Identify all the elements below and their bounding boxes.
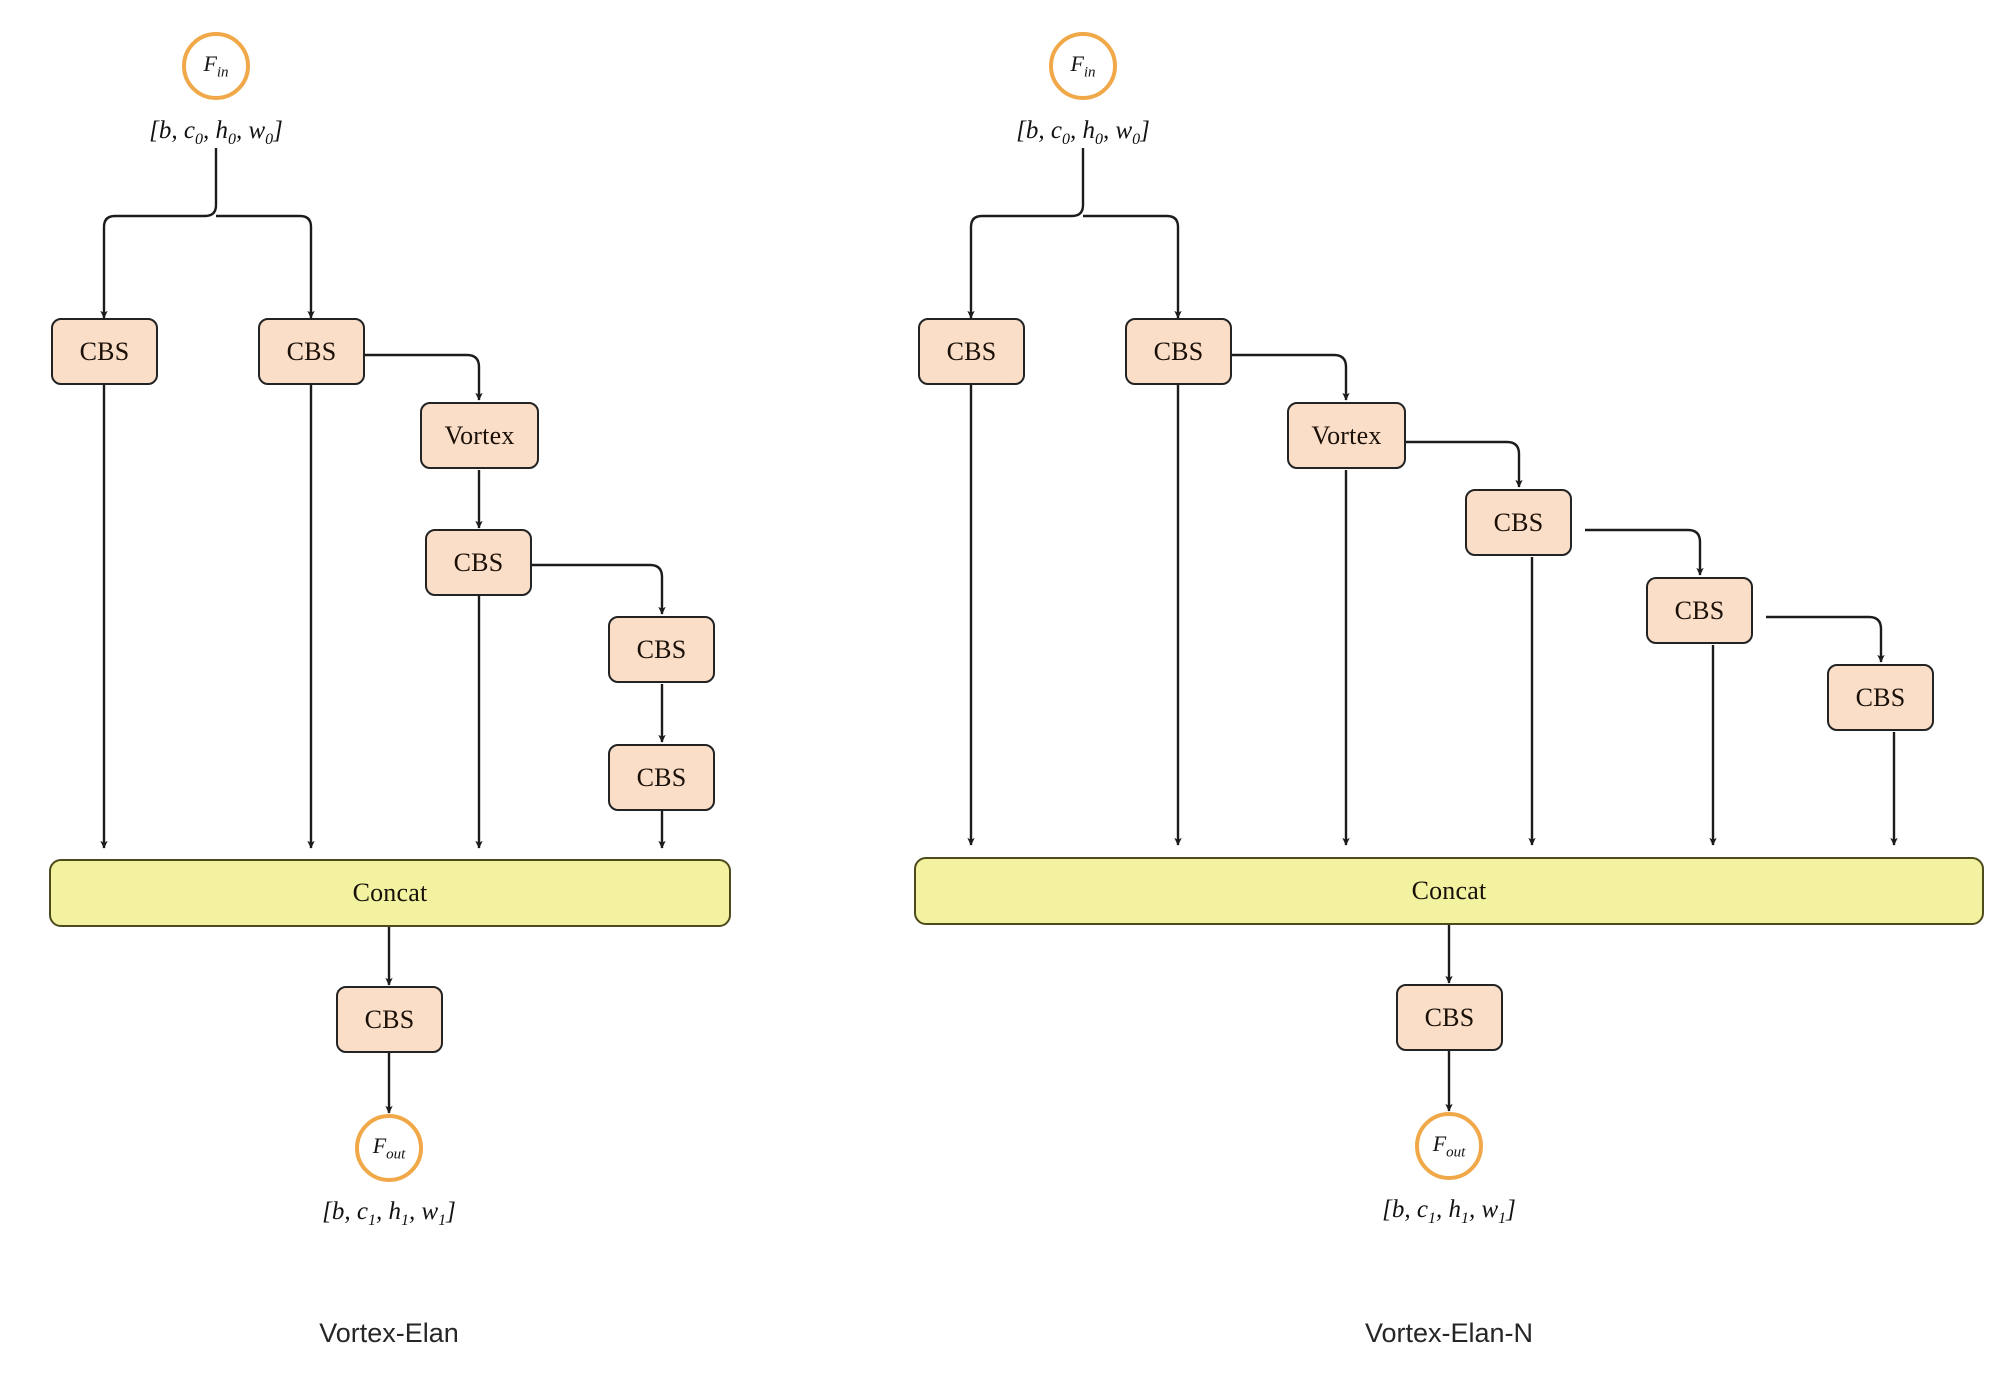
edge-cbs-b-to-vortex-r (1231, 353, 1350, 401)
output-node-fout-n: Fout (1415, 1112, 1483, 1180)
cbs-chain-2[interactable]: CBS (608, 744, 715, 811)
concat-bar-n[interactable]: Concat (914, 857, 1984, 925)
vortex-block-n[interactable]: Vortex (1287, 402, 1406, 469)
cbs-cascade-3[interactable]: CBS (1827, 664, 1934, 731)
edge-vortex-to-cascade1-r (1404, 440, 1523, 488)
edge-cbs-av-to-chain1 (532, 563, 666, 615)
vortex-block[interactable]: Vortex (420, 402, 539, 469)
edge-split-to-cbs-b-r (1083, 214, 1182, 319)
edge-fin-to-split (100, 148, 218, 319)
cbs-branch-a[interactable]: CBS (51, 318, 158, 385)
cbs-branch-a-n[interactable]: CBS (918, 318, 1025, 385)
cbs-output-n[interactable]: CBS (1396, 984, 1503, 1051)
edge-fin-to-split-r (967, 148, 1085, 319)
output-node-fout: Fout (355, 1114, 423, 1182)
edge-cascade1-to-cascade2-r (1585, 528, 1704, 576)
output-tensor-shape-n: [b, c1, h1, w1] (1382, 1196, 1516, 1227)
cbs-after-vortex[interactable]: CBS (425, 529, 532, 596)
edge-cbs-b-to-vortex (364, 353, 483, 401)
input-tensor-shape: [b, c0, h0, w0] (149, 117, 283, 148)
fin-label-n: Fin (1070, 50, 1096, 81)
input-node-fin: Fin (182, 32, 250, 100)
cbs-branch-b-n[interactable]: CBS (1125, 318, 1232, 385)
fout-label-n: Fout (1432, 1130, 1466, 1161)
concat-bar[interactable]: Concat (49, 859, 731, 927)
edge-split-to-cbs-b (216, 214, 315, 319)
panel-caption-vortex-elan-n: Vortex-Elan-N (1364, 1318, 1534, 1348)
fout-label: Fout (372, 1132, 406, 1163)
panel-caption-vortex-elan: Vortex-Elan (319, 1318, 459, 1348)
cbs-cascade-2[interactable]: CBS (1646, 577, 1753, 644)
cbs-chain-1[interactable]: CBS (608, 616, 715, 683)
output-tensor-shape: [b, c1, h1, w1] (322, 1198, 456, 1229)
cbs-output[interactable]: CBS (336, 986, 443, 1053)
edge-cascade2-to-cascade3-r (1766, 615, 1885, 663)
cbs-branch-b[interactable]: CBS (258, 318, 365, 385)
fin-label: Fin (203, 50, 229, 81)
input-node-fin-n: Fin (1049, 32, 1117, 100)
cbs-cascade-1[interactable]: CBS (1465, 489, 1572, 556)
input-tensor-shape-n: [b, c0, h0, w0] (1016, 117, 1150, 148)
